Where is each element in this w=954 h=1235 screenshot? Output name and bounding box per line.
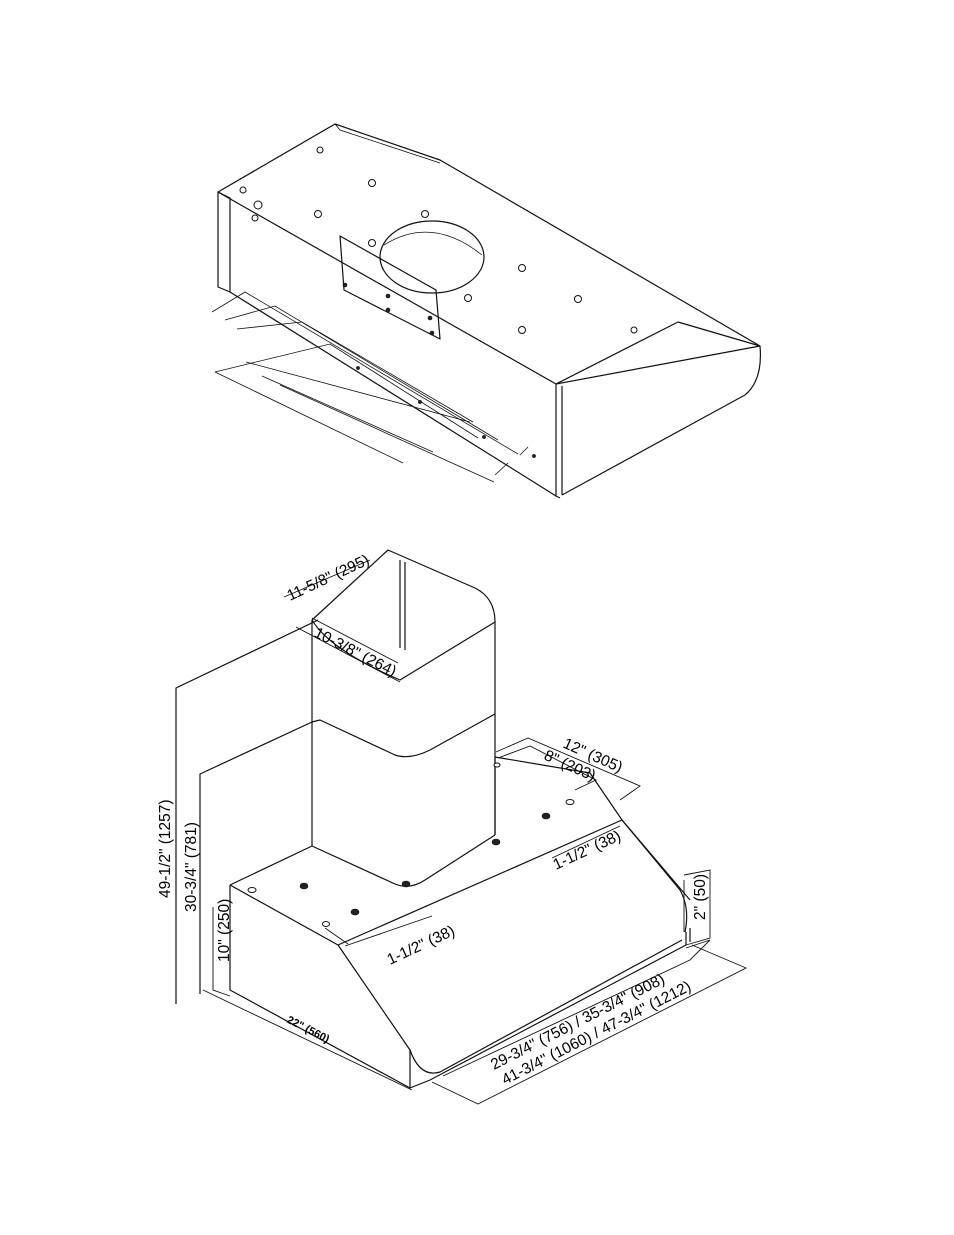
dim-widths-small: 29-3/4" (756) / 35-3/4" (908) xyxy=(488,971,668,1074)
dim-vent-offset-front: 1-1/2" (38) xyxy=(385,922,458,968)
dim-min-height: 30-3/4" (781) xyxy=(183,822,200,912)
hood-dimension-view xyxy=(175,549,748,1105)
dim-duct-width: 11-5/8" (295) xyxy=(285,552,373,605)
dim-vent-offset-back: 1-1/2" (38) xyxy=(551,827,624,873)
dim-total-height: 49-1/2" (1257) xyxy=(157,799,174,898)
dim-widths-large: 41-3/4" (1060) / 47-3/4" (1212) xyxy=(499,978,694,1089)
dim-hood-depth: 22" (560) xyxy=(285,1014,332,1046)
dim-hood-height: 10" (250) xyxy=(216,899,233,962)
dim-duct-depth: 10-3/8" (264) xyxy=(311,624,399,680)
hood-top-view xyxy=(211,123,762,499)
dim-front-lip: 2" (50) xyxy=(692,874,709,920)
